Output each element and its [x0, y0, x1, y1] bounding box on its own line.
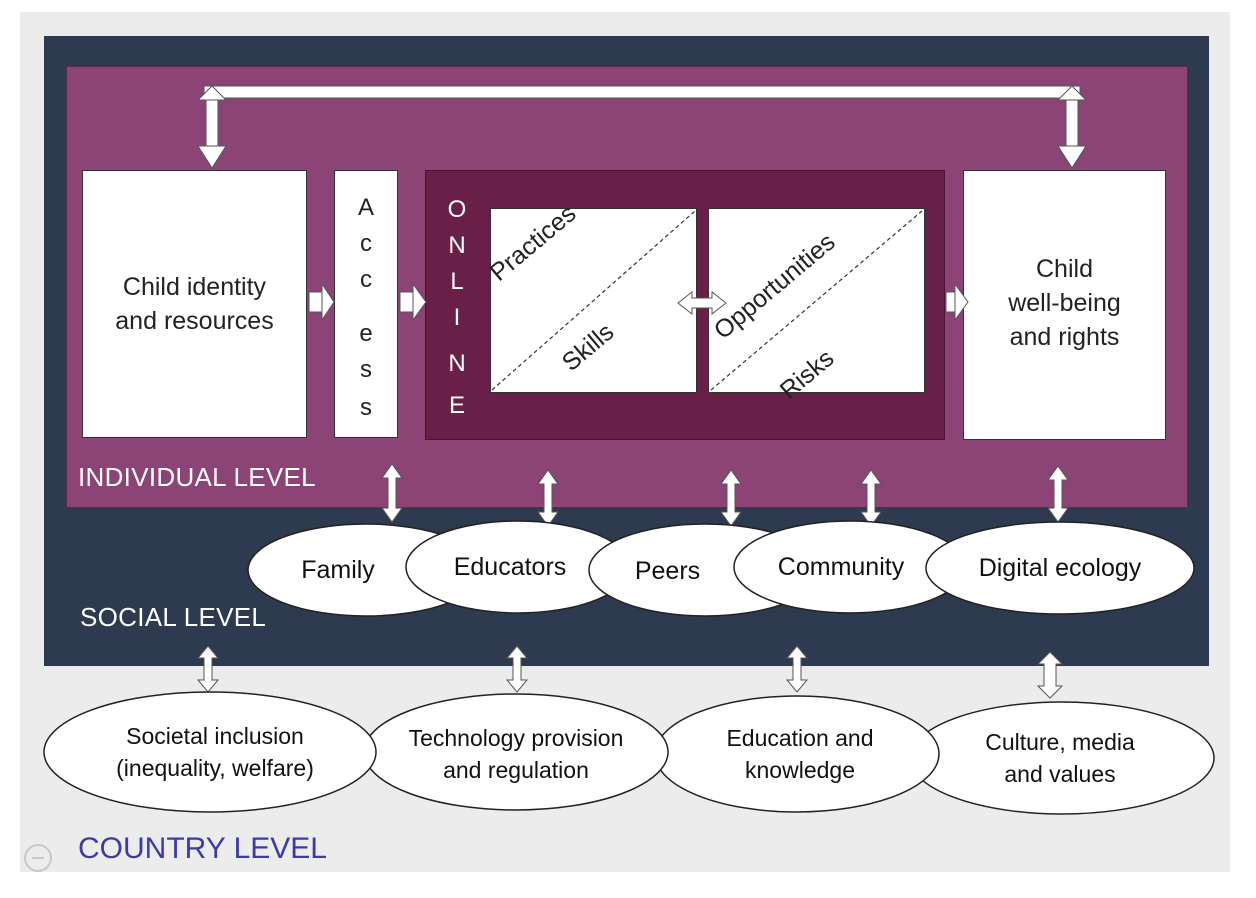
online-letter: L [450, 268, 464, 295]
social-ellipse-digital-ecology [925, 521, 1195, 615]
arrow-digital-wellbeing [1047, 465, 1069, 523]
social-peers-label: Peers [634, 557, 701, 585]
access-letter: c [360, 230, 372, 257]
arrow-country-2 [505, 645, 529, 693]
country-culture-label: Culture, media and values [985, 729, 1135, 787]
arrow-identity-to-access [308, 282, 335, 322]
arrow-country-1 [196, 645, 220, 693]
top-connector-bar [203, 85, 1081, 99]
top-left-double-arrow [196, 85, 228, 169]
country-societal-label: Societal inclusion (inequality, welfare) [116, 723, 314, 781]
access-letter: c [360, 266, 372, 293]
country-level-label: COUNTRY LEVEL [78, 832, 327, 865]
social-family-label: Family [301, 556, 375, 584]
individual-level-label: INDIVIDUAL LEVEL [78, 462, 316, 492]
online-letter: E [448, 392, 465, 419]
arrow-peers-online [720, 469, 742, 527]
arrow-country-4 [1036, 651, 1064, 699]
access-letter: A [357, 194, 374, 221]
access-letter: s [360, 394, 372, 421]
arrow-family-access [381, 463, 403, 523]
arrow-practices-opportunities [677, 290, 727, 316]
arrow-access-to-online [399, 282, 427, 322]
child-identity-label: Child identity and resources [115, 273, 274, 335]
country-education-label: Education and knowledge [726, 725, 874, 783]
social-educators-label: Educators [453, 553, 567, 581]
social-digital-ecology-label: Digital ecology [978, 554, 1142, 582]
practices-skills-divider [491, 210, 696, 391]
access-letter: e [359, 320, 373, 347]
social-level-label: SOCIAL LEVEL [80, 602, 267, 632]
online-letter: N [448, 232, 466, 259]
slide-indicator-icon [24, 844, 52, 872]
social-community-label: Community [777, 553, 905, 581]
access-box [334, 170, 398, 438]
child-wellbeing-label: Child well-being and rights [1008, 255, 1121, 351]
online-letter: N [448, 350, 466, 377]
access-letter: s [360, 356, 372, 383]
arrow-country-3 [785, 645, 809, 693]
online-letter: I [453, 304, 461, 331]
arrow-online-to-wellbeing [945, 282, 969, 322]
arrow-community-online [860, 469, 882, 527]
country-technology-label: Technology provision and regulation [408, 725, 624, 783]
arrow-educators-online [537, 469, 559, 527]
child-wellbeing-box [963, 170, 1166, 440]
country-ellipse-societal [43, 691, 377, 813]
online-letter: O [447, 196, 467, 223]
child-identity-box [82, 170, 307, 438]
top-right-double-arrow [1056, 85, 1088, 169]
